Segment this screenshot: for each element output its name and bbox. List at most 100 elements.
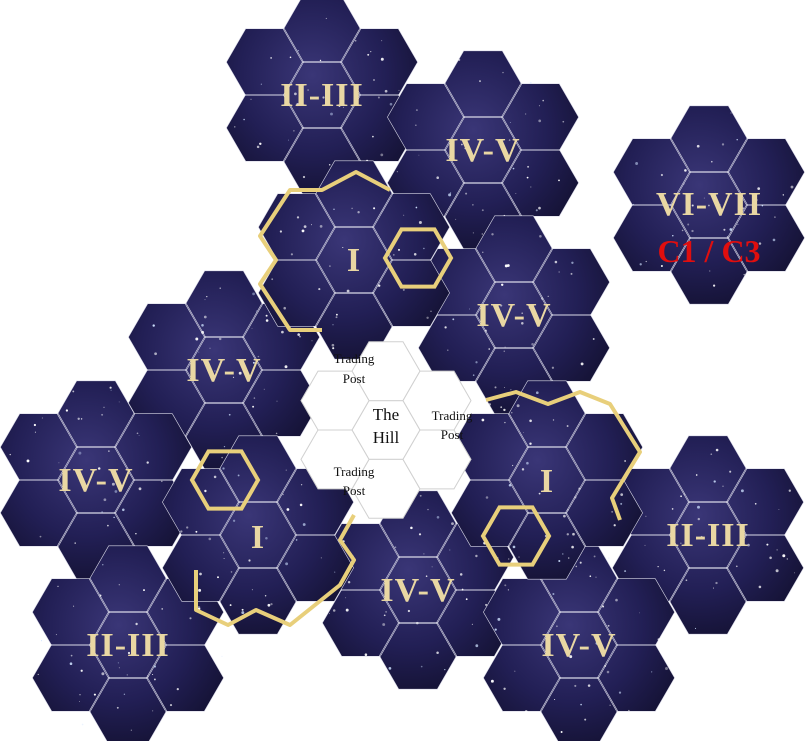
star <box>303 225 307 228</box>
star <box>552 419 555 421</box>
sector-tile-top-left[interactable]: II-III <box>226 0 418 195</box>
star <box>624 570 627 573</box>
star <box>507 589 510 591</box>
star <box>257 355 260 358</box>
sector-tile-west-upper[interactable]: IV-V <box>128 270 320 470</box>
star <box>710 453 713 456</box>
starfield <box>230 17 414 182</box>
star <box>471 623 473 626</box>
sector-tile-far-east[interactable]: II-III <box>612 435 804 635</box>
star <box>282 493 284 496</box>
star <box>516 404 520 408</box>
star <box>481 209 484 212</box>
star <box>413 253 417 256</box>
trading-post-top-line2: Post <box>343 371 366 386</box>
star <box>118 667 120 669</box>
star <box>115 444 117 446</box>
home-sector-east[interactable]: I <box>451 380 643 580</box>
star <box>357 211 360 214</box>
star <box>160 480 163 483</box>
star <box>297 333 301 336</box>
star <box>394 546 397 549</box>
star <box>180 716 182 718</box>
star <box>663 569 666 572</box>
home-border <box>258 170 391 332</box>
star <box>638 612 640 614</box>
star <box>37 673 39 675</box>
home-sector-south-west[interactable]: I <box>162 435 354 635</box>
star <box>342 246 344 249</box>
star <box>345 608 349 612</box>
star <box>488 348 490 350</box>
star <box>322 96 325 99</box>
star <box>772 238 776 242</box>
star <box>618 691 622 694</box>
star <box>279 230 283 233</box>
star <box>256 145 260 149</box>
sector-tile-shape <box>128 270 320 470</box>
star <box>574 684 577 687</box>
star <box>252 292 256 296</box>
star <box>299 95 302 97</box>
star <box>454 237 457 240</box>
star <box>289 56 292 59</box>
star <box>712 587 715 589</box>
star <box>571 545 574 549</box>
trading-post-bottom[interactable]: Trading Post <box>334 464 375 498</box>
star <box>754 602 756 604</box>
star <box>281 330 284 334</box>
star <box>101 413 104 416</box>
star <box>302 175 306 179</box>
trading-post-top[interactable]: Trading Post <box>334 351 375 386</box>
star <box>425 575 428 577</box>
sector-tile-south-mid[interactable]: IV-V <box>322 490 514 690</box>
star <box>778 509 780 510</box>
star <box>695 474 698 476</box>
star <box>580 703 582 706</box>
sector-tile-shape <box>32 545 224 741</box>
home-planet-hex <box>382 227 454 289</box>
sector-tile-south-east[interactable]: IV-V <box>483 545 675 741</box>
star <box>161 608 164 610</box>
star <box>284 365 288 369</box>
sector-tile-far-south-west[interactable]: II-III <box>32 545 224 741</box>
star <box>526 461 529 465</box>
star <box>542 99 544 102</box>
star <box>57 585 59 587</box>
star <box>263 388 265 390</box>
starfield <box>9 386 180 563</box>
sector-tile-top-mid[interactable]: IV-V <box>387 50 579 250</box>
star <box>482 251 484 253</box>
star <box>451 522 454 526</box>
sector-label: IV-V <box>186 352 261 389</box>
sector-tile-far-west[interactable]: IV-V <box>0 380 192 580</box>
star <box>295 539 298 541</box>
star <box>481 418 485 422</box>
star <box>381 40 383 42</box>
star <box>593 555 596 558</box>
starfield <box>632 112 794 287</box>
star <box>217 576 219 579</box>
star <box>758 242 762 245</box>
starfield <box>258 180 432 350</box>
star <box>113 516 115 519</box>
star <box>228 413 231 416</box>
trading-post-top-line1: Trading <box>334 351 375 366</box>
star <box>512 545 516 549</box>
star <box>135 622 138 626</box>
star <box>208 537 212 541</box>
sector-tile-north-east[interactable]: IV-V <box>418 215 610 415</box>
star <box>255 310 257 312</box>
star <box>447 349 449 351</box>
the-hill-label-line1: The <box>373 405 399 424</box>
star <box>659 651 662 654</box>
star <box>766 543 769 546</box>
sector-tile-top-right[interactable]: VI-VII C1 / C3 <box>613 105 805 305</box>
trading-post-right[interactable]: Trading Post <box>432 408 473 442</box>
star <box>288 139 289 141</box>
star <box>153 678 156 681</box>
home-sector-north[interactable]: I <box>258 160 450 360</box>
star <box>735 565 738 568</box>
star <box>331 343 335 347</box>
the-hill-label[interactable]: The Hill <box>373 405 400 447</box>
